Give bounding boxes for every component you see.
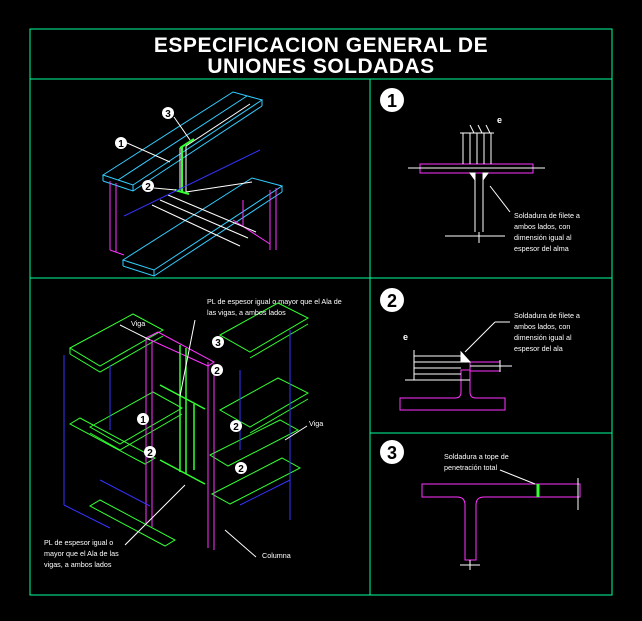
detail-2-badge: 2 bbox=[380, 288, 404, 312]
iso2-label-viga-left: Viga bbox=[131, 319, 145, 328]
detail-1-badge: 1 bbox=[380, 88, 404, 112]
iso1-callout-1: 1 bbox=[115, 137, 127, 150]
svg-text:1: 1 bbox=[140, 415, 146, 426]
svg-text:3: 3 bbox=[215, 338, 221, 349]
title-line-1: ESPECIFICACION GENERAL DE bbox=[154, 34, 488, 57]
iso2-callout-2a: 2 bbox=[211, 364, 223, 377]
svg-text:mayor que el Ala de las: mayor que el Ala de las bbox=[44, 549, 119, 558]
svg-text:3: 3 bbox=[387, 443, 397, 463]
svg-text:2: 2 bbox=[214, 366, 220, 377]
svg-text:dimensión igual al: dimensión igual al bbox=[514, 333, 572, 342]
iso-beam-column-joint bbox=[101, 91, 284, 277]
svg-text:2: 2 bbox=[147, 448, 153, 459]
iso2-callout-2c: 2 bbox=[144, 446, 156, 459]
svg-text:PL de espesor igual o mayor q: PL de espesor igual o mayor que el Ala d… bbox=[207, 297, 342, 306]
detail-2-note: Soldadura de filete a ambos lados, con d… bbox=[514, 311, 580, 353]
title-line-2: UNIONES SOLDADAS bbox=[207, 55, 434, 78]
iso1-callout-2: 2 bbox=[142, 180, 154, 193]
sheet-frame bbox=[29, 28, 613, 596]
svg-text:2: 2 bbox=[233, 422, 239, 433]
iso2-plate-note-bottom: PL de espesor igual o mayor que el Ala d… bbox=[44, 538, 119, 569]
svg-text:las vigas, a ambos lados: las vigas, a ambos lados bbox=[207, 308, 286, 317]
detail-2-symbol: e bbox=[403, 332, 408, 342]
svg-text:2: 2 bbox=[238, 464, 244, 475]
iso-cross-joint bbox=[63, 302, 310, 558]
detail-3-section bbox=[421, 469, 581, 570]
svg-text:1: 1 bbox=[118, 139, 124, 150]
detail-3-badge: 3 bbox=[380, 440, 404, 464]
svg-text:PL de espesor igual o: PL de espesor igual o bbox=[44, 538, 113, 547]
iso2-callout-3: 3 bbox=[212, 336, 224, 349]
iso1-callout-3: 3 bbox=[162, 107, 174, 120]
svg-text:penetración total: penetración total bbox=[444, 463, 498, 472]
detail-2-section bbox=[399, 321, 512, 411]
svg-text:ambos lados, con: ambos lados, con bbox=[514, 322, 570, 331]
svg-text:Soldadura de filete a: Soldadura de filete a bbox=[514, 211, 580, 220]
svg-text:espesor del alma: espesor del alma bbox=[514, 244, 569, 253]
svg-text:2: 2 bbox=[145, 182, 151, 193]
svg-text:ambos lados, con: ambos lados, con bbox=[514, 222, 570, 231]
detail-3-note: Soldadura a tope de penetración total bbox=[444, 452, 509, 472]
svg-text:dimensión igual al: dimensión igual al bbox=[514, 233, 572, 242]
svg-text:1: 1 bbox=[387, 91, 397, 111]
iso2-label-columna: Columna bbox=[262, 551, 291, 560]
detail-1-section bbox=[408, 124, 545, 243]
svg-text:Soldadura de filete a: Soldadura de filete a bbox=[514, 311, 580, 320]
iso2-callout-1: 1 bbox=[137, 413, 149, 426]
detail-1-symbol: e bbox=[497, 115, 502, 125]
iso2-plate-note-top: PL de espesor igual o mayor que el Ala d… bbox=[207, 297, 342, 317]
iso2-callout-2b: 2 bbox=[230, 420, 242, 433]
detail-1-note: Soldadura de filete a ambos lados, con d… bbox=[514, 211, 580, 253]
svg-text:espesor del ala: espesor del ala bbox=[514, 344, 563, 353]
svg-text:2: 2 bbox=[387, 291, 397, 311]
svg-text:3: 3 bbox=[165, 109, 171, 120]
iso2-callout-2d: 2 bbox=[235, 462, 247, 475]
svg-text:Soldadura a tope de: Soldadura a tope de bbox=[444, 452, 509, 461]
svg-text:vigas, a ambos lados: vigas, a ambos lados bbox=[44, 560, 112, 569]
iso2-label-viga-right: Viga bbox=[309, 419, 323, 428]
